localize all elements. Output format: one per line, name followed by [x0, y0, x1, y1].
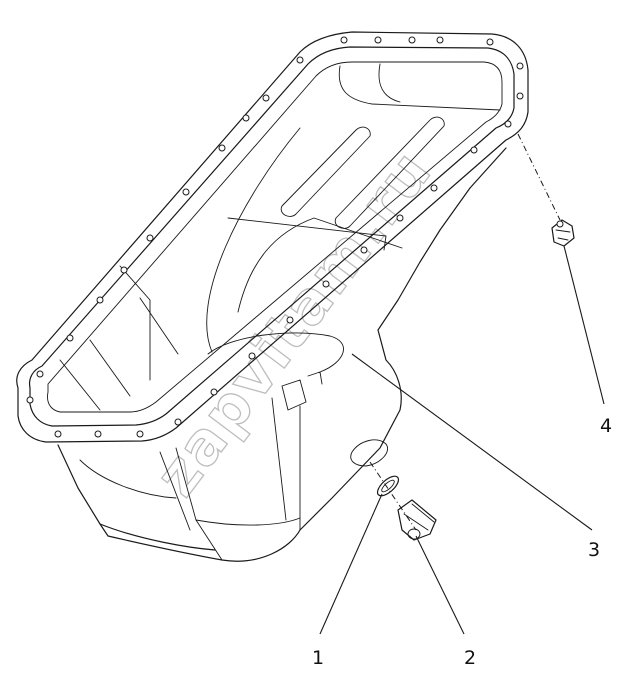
rib-2 — [334, 116, 445, 229]
pan-flange-inner — [28, 46, 515, 427]
part-2-drain-plug — [397, 499, 437, 541]
bolt-hole — [218, 144, 226, 152]
gasket-ring-outer — [376, 475, 400, 497]
bolt-hole — [120, 266, 128, 274]
assembly-axis-drain — [369, 461, 417, 531]
bolt-hole — [96, 296, 104, 304]
oil-pan — [16, 31, 529, 562]
bolt-hole — [360, 246, 368, 254]
leader-3 — [351, 353, 593, 531]
callout-4: 4 — [600, 415, 612, 437]
plug-thread — [407, 528, 421, 540]
bolt-hole — [374, 36, 382, 44]
sump-bottom — [99, 523, 301, 562]
sump-edge-line — [195, 517, 301, 526]
sump-right-wall — [299, 147, 507, 531]
bolt-hole — [210, 388, 218, 396]
gasket-ring-inner — [381, 479, 395, 493]
plug-head — [397, 499, 437, 541]
callout-2: 2 — [464, 647, 476, 669]
sump-well-left — [59, 297, 179, 411]
bolt-hole — [262, 94, 270, 102]
bolt-hole — [94, 430, 102, 438]
rib-1 — [280, 126, 371, 217]
bolt-hole — [322, 280, 330, 288]
bolt-hole — [286, 316, 294, 324]
bolt-hole — [504, 120, 512, 128]
interior-upper — [338, 65, 501, 111]
bolt-hole — [146, 234, 154, 242]
pan-flange-outer — [16, 31, 529, 443]
plug-flats — [403, 503, 435, 531]
callout-1: 1 — [312, 647, 324, 669]
bolt-hole — [296, 56, 304, 64]
bolt-hole — [182, 188, 190, 196]
bolt-hole — [396, 214, 404, 222]
sump-side-line — [271, 397, 287, 521]
bolt-hole — [54, 430, 62, 438]
bolt-hole — [436, 36, 444, 44]
baffle-left — [119, 265, 151, 381]
interior-upper-2 — [378, 63, 401, 103]
leader-4 — [563, 245, 605, 405]
bolt-hole — [36, 370, 44, 378]
bolt-hole — [242, 114, 250, 122]
bolt-hole — [136, 430, 144, 438]
bolt-hole — [430, 184, 438, 192]
assembly-axis-4 — [517, 133, 561, 221]
leader-1 — [319, 493, 383, 635]
interior-divider — [227, 217, 387, 251]
side-window — [281, 371, 323, 411]
fitting-top — [556, 220, 564, 228]
pan-rim — [47, 61, 503, 413]
interior-curve-big — [206, 127, 301, 353]
sump-well-rim — [207, 332, 344, 373]
sump-front-face-2 — [159, 451, 191, 531]
bolt-hole — [340, 36, 348, 44]
part-1-gasket — [369, 461, 417, 531]
bolt-hole — [26, 396, 34, 404]
bolt-hole — [408, 36, 416, 44]
bolt-hole — [516, 62, 524, 70]
bolt-hole — [174, 418, 182, 426]
flange-bolt-holes — [26, 36, 524, 438]
part-4-fitting — [517, 133, 575, 247]
interior-curve-deep — [237, 217, 403, 313]
fitting-body — [551, 219, 575, 247]
drain-boss — [350, 439, 388, 467]
bolt-hole — [66, 334, 74, 342]
sump-lower-edge — [79, 459, 177, 499]
leader-2 — [415, 535, 465, 635]
bolt-hole — [470, 146, 478, 154]
bolt-hole — [516, 92, 524, 100]
bolt-hole — [248, 352, 256, 360]
callout-3: 3 — [588, 539, 600, 561]
bolt-hole — [486, 38, 494, 46]
fitting-detail — [555, 229, 571, 241]
